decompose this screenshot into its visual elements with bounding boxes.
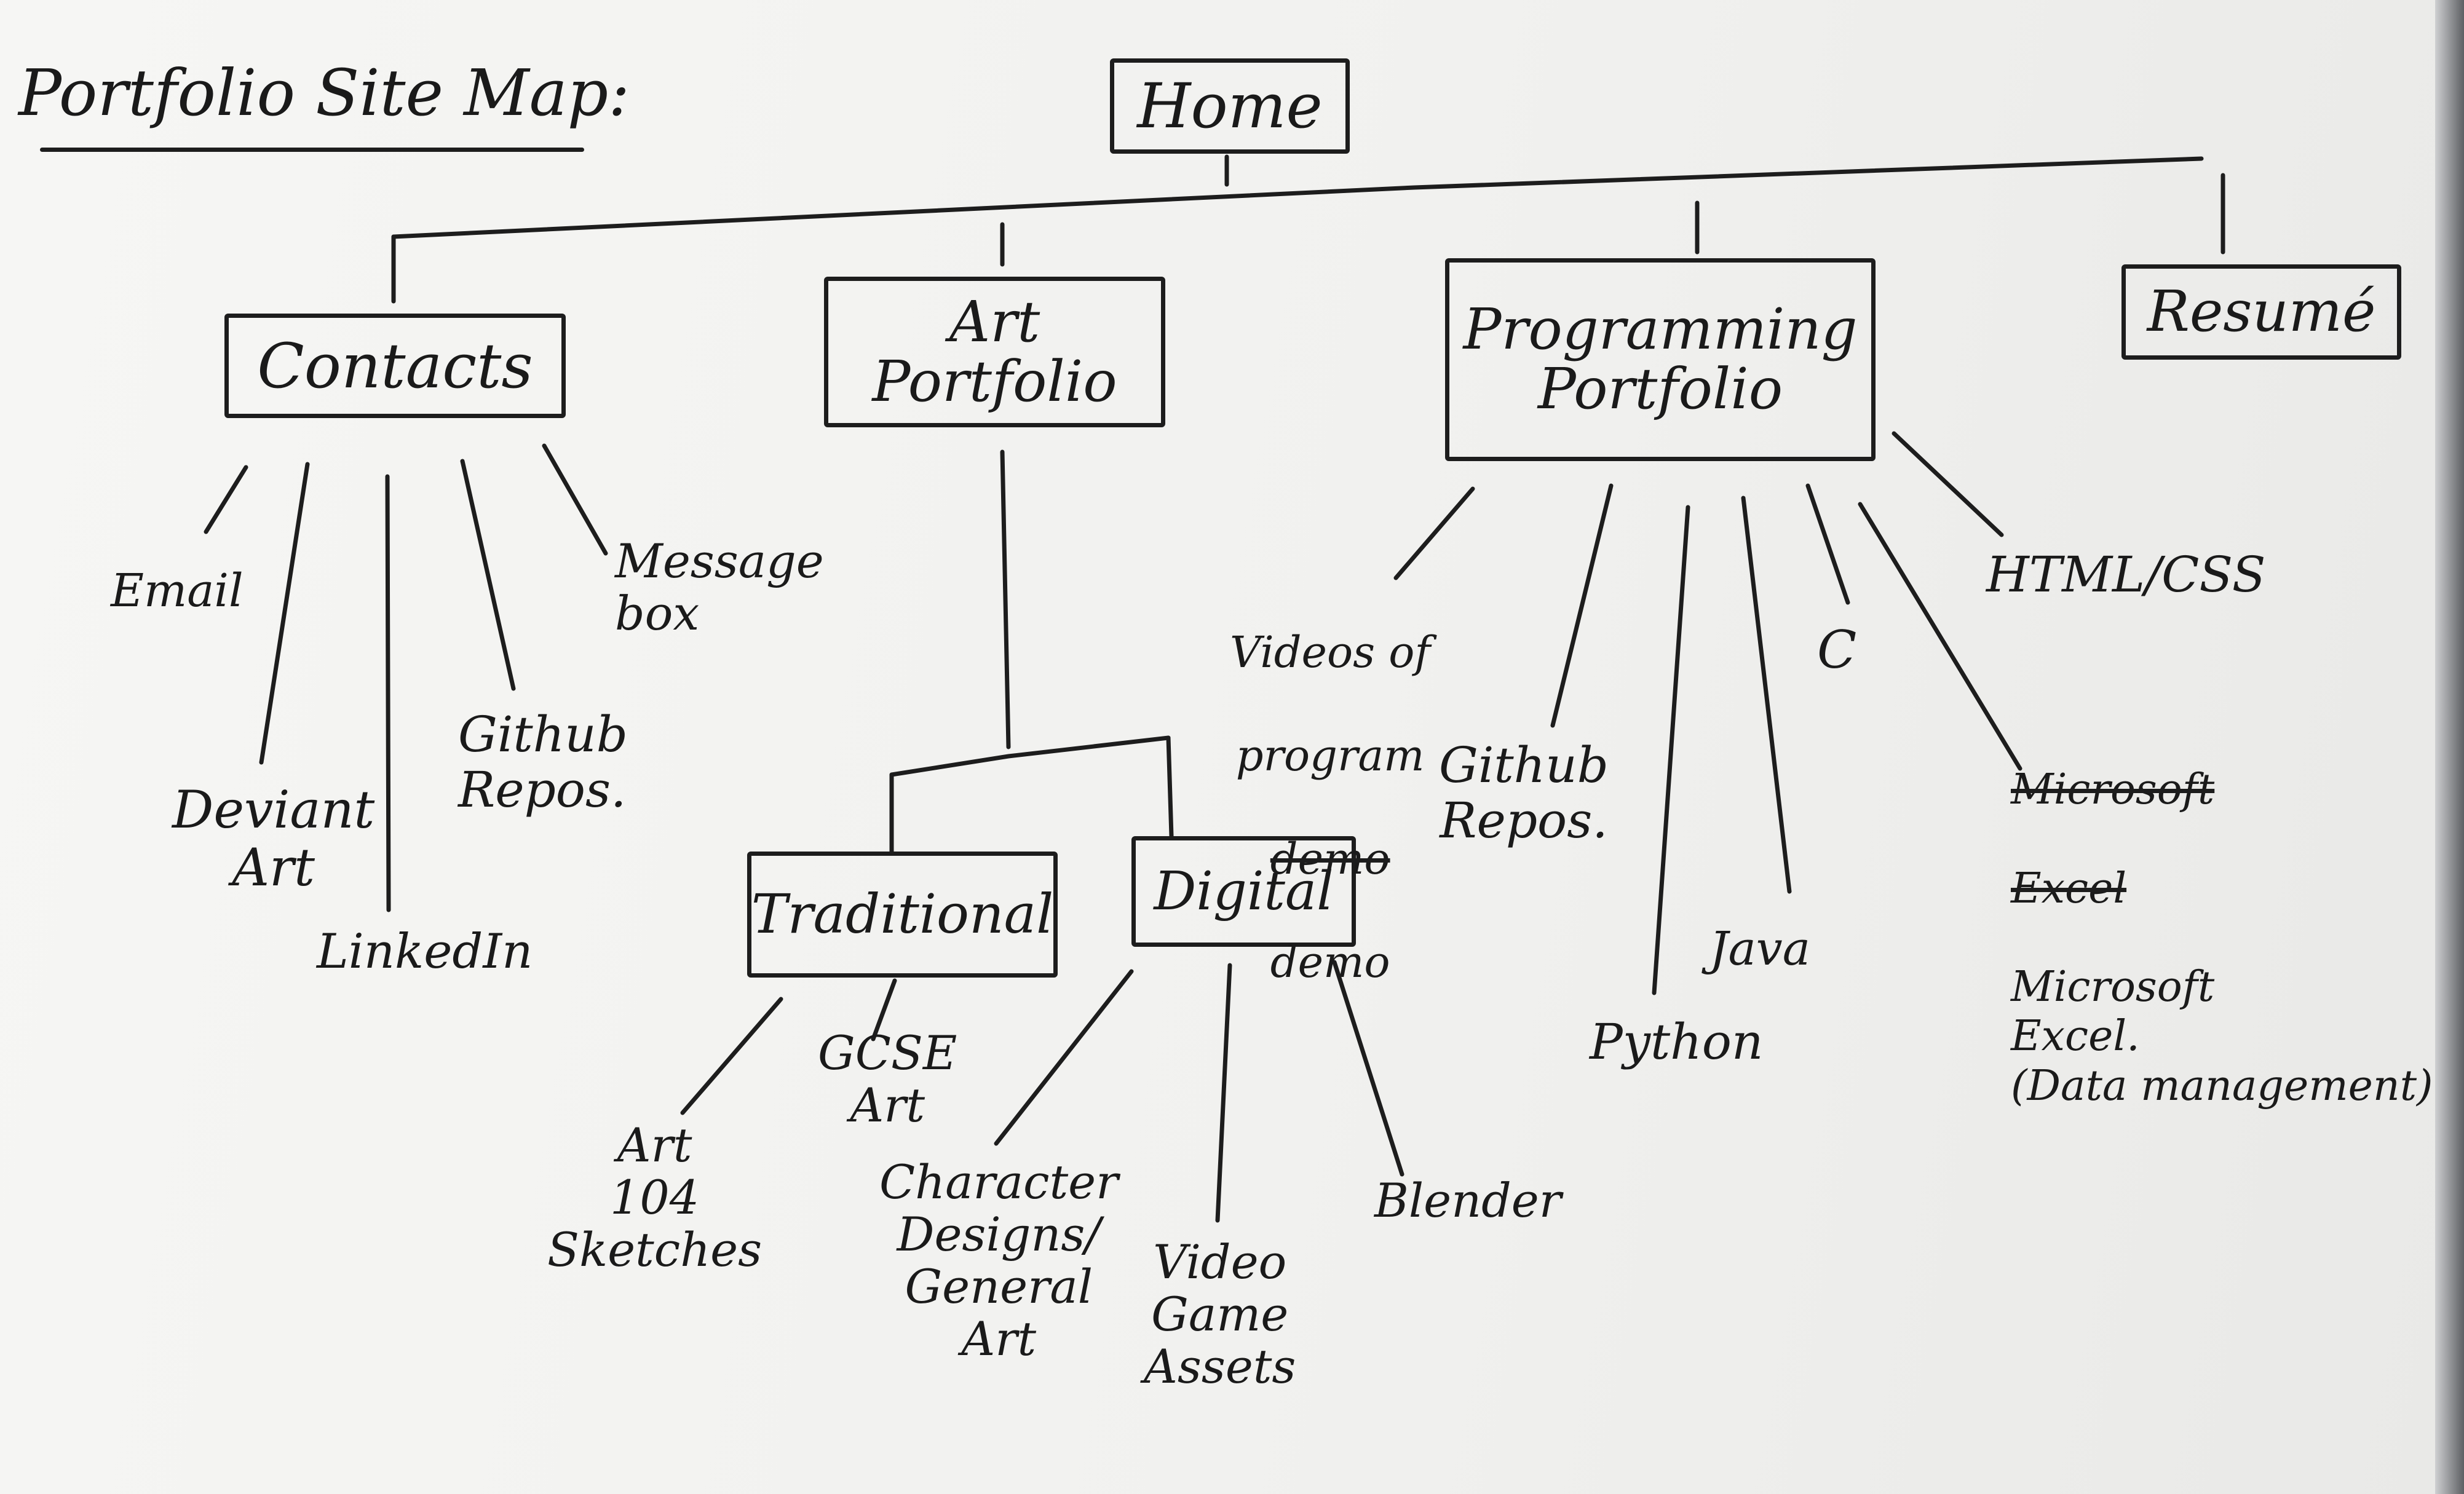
contacts-item-github: Github Repos. xyxy=(458,706,628,818)
programming-item-python: Python xyxy=(1590,1013,1764,1070)
connector-videogame xyxy=(1215,963,1232,1223)
traditional-item-gcse: GCSE Art xyxy=(818,1026,957,1133)
traditional-item-art104: Art 104 Sketches xyxy=(547,1118,763,1278)
excel-text: Microsoft Excel. (Data management) xyxy=(2011,963,2433,1110)
connector-blender xyxy=(1332,960,1404,1177)
connector-c xyxy=(1805,483,1850,605)
diagram-title: Portfolio Site Map: xyxy=(18,55,630,130)
digital-box: Digital xyxy=(1131,836,1356,947)
home-box: Home xyxy=(1110,58,1350,154)
connector-art-split xyxy=(889,735,1171,777)
connector-github-prog xyxy=(1550,483,1614,728)
contacts-item-email: Email xyxy=(111,564,244,617)
connector-gcse xyxy=(871,978,897,1041)
connector-digital xyxy=(1166,735,1174,839)
contacts-box: Contacts xyxy=(224,314,566,418)
programming-item-github: Github Repos. xyxy=(1439,737,1609,849)
connector-email xyxy=(204,465,248,534)
programming-item-excel: Microsoft Excel Microsoft Excel. (Data m… xyxy=(2011,716,2433,1111)
connector-message xyxy=(542,443,608,556)
digital-item-blender: Blender xyxy=(1374,1173,1562,1228)
excel-struck-excel: Excel xyxy=(2011,864,2127,913)
connector-main-rail xyxy=(391,156,2204,239)
contacts-item-linkedin: LinkedIn xyxy=(317,924,533,979)
resume-box: Resumé xyxy=(2121,264,2401,360)
connector-java xyxy=(1741,496,1792,894)
programming-portfolio-box: Programming Portfolio xyxy=(1445,258,1876,461)
connector-html xyxy=(1892,431,2004,537)
contacts-item-message-box: Message box xyxy=(615,534,824,641)
videos-line3: demo xyxy=(1270,937,1390,987)
programming-item-videos: Videos of program demo demo xyxy=(1230,575,1430,988)
connector-excel xyxy=(1858,502,2022,771)
excel-struck-microsoft: Microsoft xyxy=(2011,765,2215,815)
connector-github-contacts xyxy=(460,459,516,691)
connector-deviantart xyxy=(259,462,310,765)
contacts-item-deviantart: Deviant Art xyxy=(172,780,375,898)
digital-item-video-game-assets: Video Game Assets xyxy=(1144,1235,1296,1394)
connector-linkedin xyxy=(385,474,391,912)
connector-art104 xyxy=(680,997,783,1115)
digital-item-character-designs: Character Designs/ General Art xyxy=(879,1155,1119,1367)
connector-videos xyxy=(1393,486,1475,580)
videos-struck: demo xyxy=(1270,834,1390,884)
videos-line1: Videos of xyxy=(1230,627,1431,678)
connector-character xyxy=(994,969,1134,1146)
art-portfolio-box: Art Portfolio xyxy=(824,277,1165,427)
title-underline xyxy=(40,148,584,152)
connector-art-trunk xyxy=(1000,449,1011,749)
paper-edge-shadow xyxy=(2435,0,2464,1494)
connector-python xyxy=(1652,505,1690,995)
videos-line2: program xyxy=(1235,730,1425,781)
programming-item-html-css: HTML/CSS xyxy=(1986,546,2266,603)
programming-item-java: Java xyxy=(1709,921,1811,976)
traditional-box: Traditional xyxy=(747,852,1058,978)
programming-item-c: C xyxy=(1817,620,1857,680)
